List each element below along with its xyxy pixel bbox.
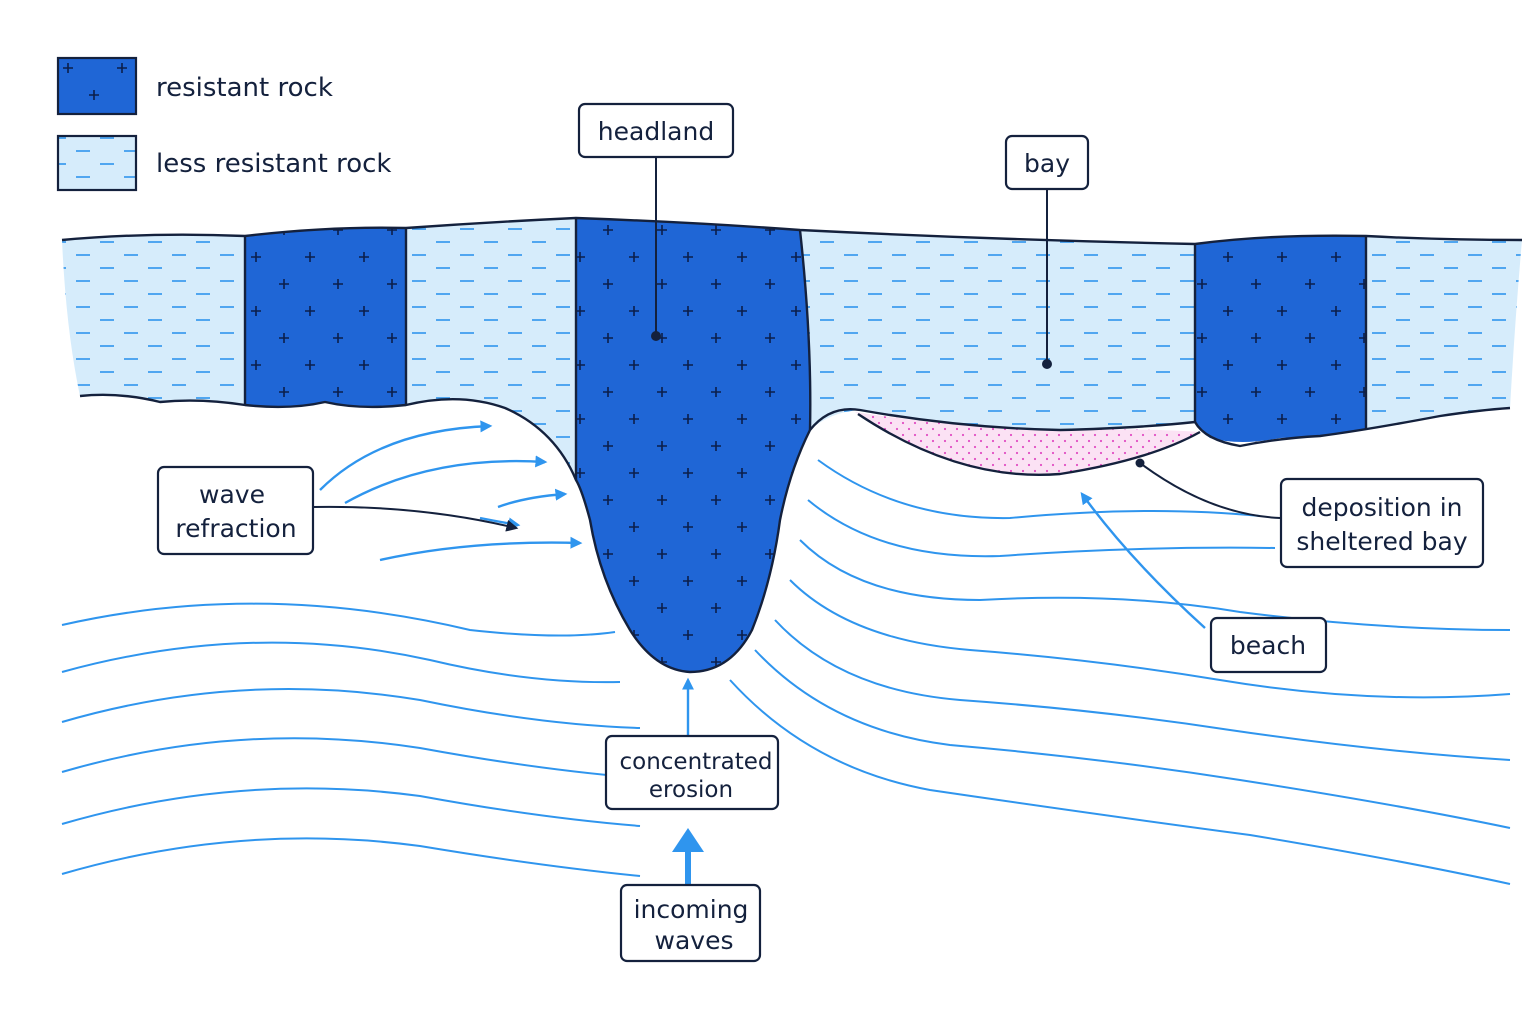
label-beach-text: beach	[1230, 631, 1306, 660]
headland-leader-dot	[651, 331, 661, 341]
deposition-leader-dot	[1135, 458, 1145, 468]
label-wave-refraction: wave refraction	[156, 465, 315, 556]
legend-swatch-less-resistant	[56, 134, 138, 192]
wave-left-3	[61, 688, 641, 729]
label-bay-text: bay	[1024, 149, 1070, 178]
deposition-leader	[1139, 462, 1281, 519]
rock-boundary-4	[798, 229, 812, 431]
wave-right-2	[807, 499, 1276, 558]
wave-refraction-leader	[311, 505, 519, 532]
incoming-waves-arrowhead	[672, 828, 704, 852]
label-beach: beach	[1209, 616, 1328, 674]
wave-right-5	[774, 619, 1511, 761]
less-resistant-band-right	[1366, 236, 1522, 430]
resistant-band-right	[1195, 235, 1366, 442]
bay-leader-dot	[1042, 359, 1052, 369]
label-deposition-line2: sheltered bay	[1296, 527, 1467, 556]
legend-label-resistant: resistant rock	[156, 73, 333, 103]
label-erosion-line1: concentrated	[619, 749, 772, 775]
label-bay: bay	[1004, 134, 1090, 191]
less-resistant-band-middle	[406, 218, 576, 480]
resistant-band-1	[245, 227, 406, 407]
label-concentrated-erosion: concentrated erosion	[604, 734, 780, 811]
wave-lines	[61, 459, 1511, 885]
wave-right-4	[789, 579, 1511, 699]
label-deposition: deposition in sheltered bay	[1279, 477, 1485, 569]
refraction-arrows	[319, 420, 1206, 885]
headland-rock	[576, 218, 811, 672]
legend: resistant rock less resistant rock	[56, 56, 391, 192]
wave-left-2	[61, 641, 621, 684]
wave-left-4	[61, 737, 641, 779]
coastline-edge	[79, 393, 1511, 674]
label-incoming-line1: incoming	[634, 895, 749, 924]
wave-right-3	[799, 539, 1511, 631]
refraction-arrow-5	[379, 536, 583, 562]
legend-label-less-resistant: less resistant rock	[156, 149, 391, 179]
wave-left-6	[61, 837, 641, 877]
coastline-land	[61, 216, 1523, 674]
label-erosion-line2: erosion	[649, 777, 733, 803]
label-wave-refraction-line1: wave	[199, 480, 265, 509]
bay-rock	[800, 230, 1195, 430]
leader-lines	[311, 157, 1281, 532]
label-wave-refraction-line2: refraction	[175, 514, 296, 543]
refraction-arrow-2	[344, 455, 548, 505]
label-incoming-line2: waves	[655, 926, 734, 955]
refraction-arrow-3	[497, 488, 568, 509]
less-resistant-band-left	[62, 234, 245, 405]
wave-right-1	[817, 459, 1261, 520]
beach-deposit	[855, 412, 1200, 475]
label-deposition-line1: deposition in	[1301, 493, 1462, 522]
label-headland: headland	[577, 102, 735, 159]
beach-arrow	[1080, 492, 1206, 629]
label-headland-text: headland	[598, 117, 714, 146]
label-incoming-waves: incoming waves	[619, 883, 762, 963]
land-top-edge	[61, 216, 1523, 246]
wave-left-5	[61, 787, 641, 827]
wave-right-6	[754, 649, 1511, 829]
wave-right-7	[729, 679, 1511, 885]
legend-swatch-resistant	[56, 56, 138, 116]
refraction-arrow-1	[319, 420, 493, 491]
beach-edge	[857, 413, 1201, 476]
wave-left-1	[61, 602, 616, 637]
